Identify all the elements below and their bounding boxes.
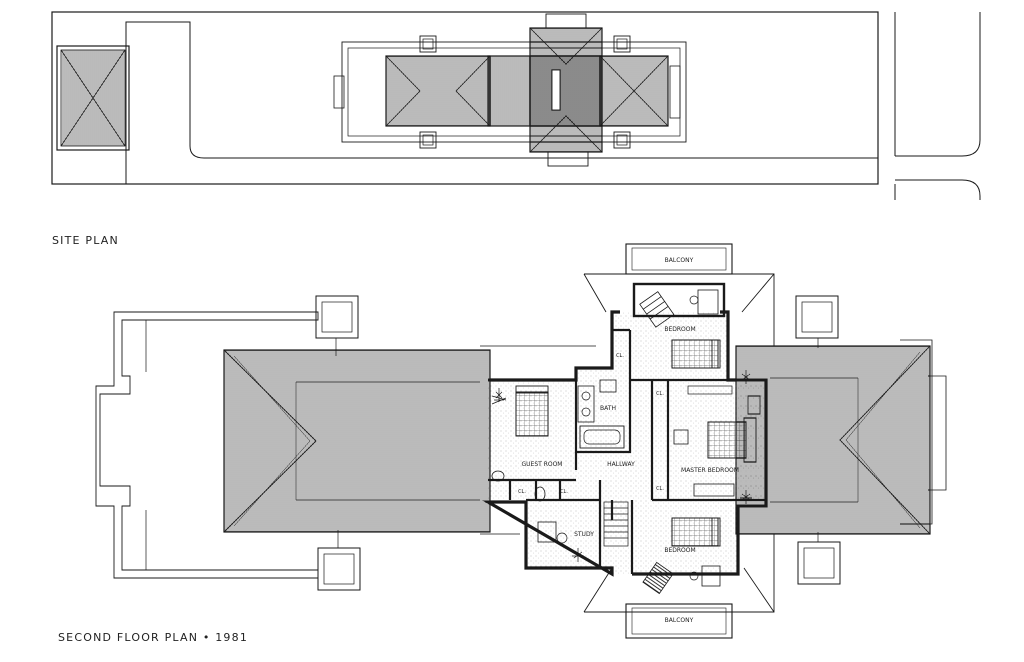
label-hallway: HALLWAY [607,461,635,468]
west-roof [223,349,491,533]
label-bath: BATH [600,405,616,412]
master-bed [707,421,747,459]
urn-ne [795,295,839,339]
site-plan [51,11,981,200]
label-closet: CL. [656,486,664,492]
label-guest-room: GUEST ROOM [521,461,562,468]
label-closet: CL. [518,489,526,495]
study-desk [537,521,557,543]
label-master-bedroom: MASTER BEDROOM [681,467,739,474]
second-floor-plan [95,243,947,639]
bathtub [579,425,625,449]
north-bed [671,339,719,369]
guest-bed [515,391,549,437]
balcony-north [625,243,733,275]
label-study: STUDY [574,531,594,538]
lot-boundary [51,11,879,185]
west-terrace [95,311,319,579]
room-labels: BALCONY BEDROOM BATH GUEST ROOM HALLWAY … [518,257,739,624]
urn-nw [315,295,359,339]
label-closet: CL. [616,353,624,359]
site-garage [56,45,130,151]
urn-se [797,541,841,585]
label-balcony-north: BALCONY [665,257,694,264]
south-bed [671,517,719,547]
east-roof [735,345,931,535]
label-balcony-south: BALCONY [665,617,694,624]
label-bedroom-south: BEDROOM [664,547,695,554]
urn-sw [317,547,361,591]
stair [603,501,629,547]
label-closet: CL. [656,391,664,397]
toilet [534,486,546,502]
second-floor-caption: SECOND FLOOR PLAN • 1981 [58,631,249,644]
label-bedroom-north: BEDROOM [664,326,695,333]
plant-icon [491,370,752,562]
label-closet: CL. [560,489,568,495]
exterior-walls [482,310,768,577]
balcony-south [625,603,733,639]
site-plan-caption: SITE PLAN [52,234,119,247]
